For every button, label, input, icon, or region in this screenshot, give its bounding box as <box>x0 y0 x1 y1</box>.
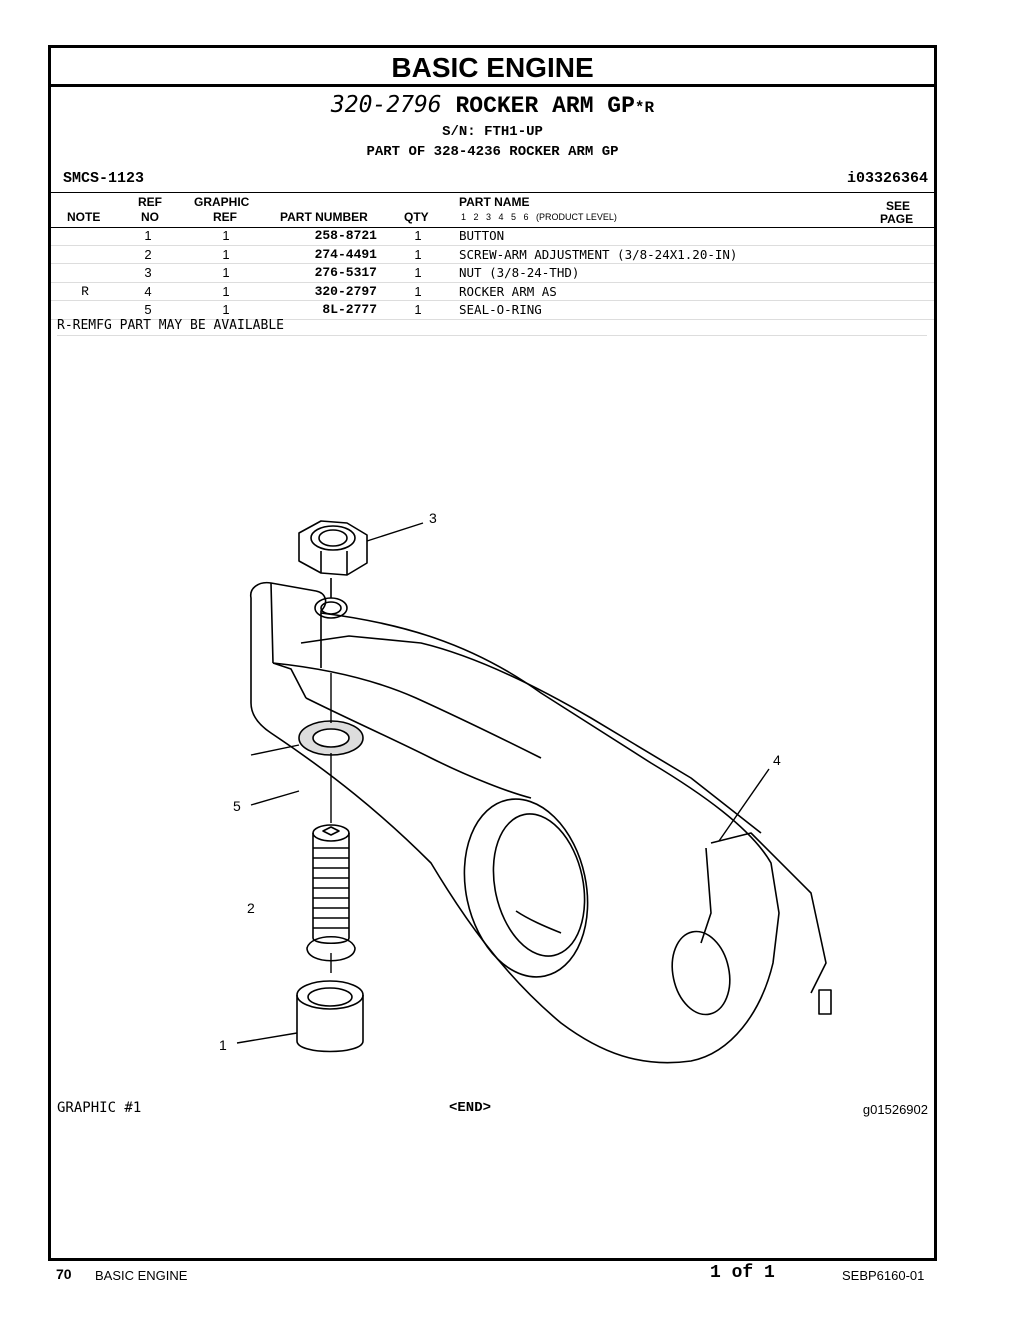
table-header: NOTE REF NO GRAPHIC REF PART NUMBER QTY … <box>51 192 934 228</box>
row-ref: 1 <box>144 228 152 243</box>
row-gref: 1 <box>222 228 230 243</box>
group-part-number: 320-2796 <box>330 92 442 118</box>
row-gref: 1 <box>222 302 230 317</box>
page-number: 70 <box>56 1266 72 1282</box>
graphic-end: <END> <box>449 1100 492 1116</box>
rocker-arm-tab <box>818 989 832 1015</box>
callout-4: 4 <box>773 752 781 768</box>
row-ref: 4 <box>144 283 152 299</box>
row-part-name: SEAL-O-RING <box>459 302 542 317</box>
graphic-number: GRAPHIC #1 <box>57 1100 142 1116</box>
row-qty: 1 <box>414 265 422 280</box>
page-frame: BASIC ENGINE 320-2796 ROCKER ARM GP*R S/… <box>48 45 937 1261</box>
row-gref: 1 <box>222 246 230 262</box>
header-qty: QTY <box>404 210 429 224</box>
table-row: 2 1 274-4491 1 SCREW-ARM ADJUSTMENT (3/8… <box>51 246 934 264</box>
document-number: SEBP6160-01 <box>842 1268 925 1283</box>
row-qty: 1 <box>414 302 422 317</box>
header-part-name: PART NAME <box>459 195 530 209</box>
row-gref: 1 <box>222 265 230 280</box>
header-ref-bottom: NO <box>141 210 159 224</box>
header-ref-top: REF <box>138 195 162 209</box>
callout-2: 2 <box>247 900 255 916</box>
callout-1: 1 <box>219 1037 227 1053</box>
header-part-number: PART NUMBER <box>280 210 368 224</box>
row-ref: 5 <box>144 302 152 317</box>
nut-part <box>298 520 368 576</box>
callout-5: 5 <box>233 798 241 814</box>
row-ref: 2 <box>144 246 152 262</box>
page-of: 1 of 1 <box>710 1263 775 1283</box>
row-part-number: 258-8721 <box>314 228 377 243</box>
group-name: ROCKER ARM GP <box>455 93 635 119</box>
header-see-bottom: PAGE <box>880 212 914 226</box>
header-see-top: SEE <box>886 199 911 213</box>
row-part-name: BUTTON <box>459 228 505 243</box>
row-part-name: SCREW-ARM ADJUSTMENT (3/8-24X1.20-IN) <box>459 246 738 262</box>
group-flag: *R <box>634 99 655 117</box>
table-row: 1 1 258-8721 1 BUTTON <box>51 227 934 246</box>
section-title: BASIC ENGINE <box>51 48 934 87</box>
remfg-footnote: R-REMFG PART MAY BE AVAILABLE <box>57 318 927 336</box>
row-part-number: 276-5317 <box>314 265 377 280</box>
screw-part <box>306 824 356 962</box>
row-ref: 3 <box>144 265 152 280</box>
row-qty: 1 <box>414 246 422 262</box>
row-note: R <box>81 283 89 299</box>
header-gref-bottom: REF <box>213 210 237 224</box>
footer-section: BASIC ENGINE <box>95 1268 188 1283</box>
row-qty: 1 <box>414 283 422 299</box>
rocker-arm-roller-pin <box>671 930 731 1016</box>
header-gref-top: GRAPHIC <box>194 195 250 209</box>
seal-o-ring-part <box>298 720 364 756</box>
row-qty: 1 <box>414 228 422 243</box>
smcs-code: SMCS-1123 <box>63 170 145 187</box>
header-levels: 1 2 3 4 5 6 (PRODUCT LEVEL) <box>461 212 617 222</box>
graphic-id: g01526902 <box>862 1102 928 1117</box>
row-part-number: 274-4491 <box>314 246 377 262</box>
serial-range: S/N: FTH1-UP <box>442 124 543 140</box>
info-number: i03326364 <box>846 170 928 187</box>
table-row: R 4 1 320-2797 1 ROCKER ARM AS <box>51 283 934 301</box>
parts-table: 1 1 258-8721 1 BUTTON 2 1 274-4491 1 SCR… <box>51 227 934 320</box>
rocker-arm-body <box>249 581 780 1064</box>
row-part-name: NUT (3/8-24-THD) <box>459 265 580 280</box>
row-part-number: 320-2797 <box>314 283 377 299</box>
table-row: 5 1 8L-2777 1 SEAL-O-RING <box>51 301 934 320</box>
table-row: 3 1 276-5317 1 NUT (3/8-24-THD) <box>51 264 934 283</box>
callout-3: 3 <box>429 510 437 526</box>
group-title: 320-2796 ROCKER ARM GP*R <box>51 92 934 119</box>
button-part <box>296 980 364 1053</box>
row-part-number: 8L-2777 <box>322 302 377 317</box>
rocker-arm-illustration: 3 4 5 2 1 <box>219 510 832 1064</box>
part-of: PART OF 328-4236 ROCKER ARM GP <box>366 144 619 160</box>
row-part-name: ROCKER ARM AS <box>459 283 557 299</box>
header-note: NOTE <box>67 210 101 224</box>
row-gref: 1 <box>222 283 230 299</box>
rocker-arm-bore <box>463 798 589 978</box>
